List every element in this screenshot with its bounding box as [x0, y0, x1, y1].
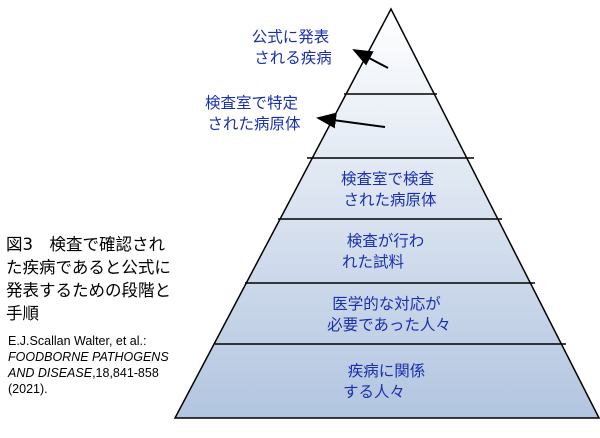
callout-lab-identified: 検査室で特定 された病原体	[205, 94, 303, 133]
figure-caption: 図3 検査で確認され た疾病であると公式に 発表するための段階と 手順	[6, 233, 206, 325]
reference-journal-2-name: AND DISEASE	[8, 366, 93, 380]
caption-line: 図3 検査で確認され	[6, 235, 165, 254]
reference-journal-1: FOODBORNE PATHOGENS	[8, 350, 169, 364]
pyramid	[173, 7, 600, 419]
reference-citation: E.J.Scallan Walter, et al.: FOODBORNE PA…	[8, 333, 228, 397]
level-6-label: 疾病に関係 する人々	[343, 362, 430, 401]
caption-line: た疾病であると公式に	[6, 258, 171, 277]
level-3-label: 検査室で検査 された病原体	[341, 170, 439, 209]
reference-volume-pages: ,18,841-858	[92, 366, 159, 380]
caption-line: 手順	[6, 304, 39, 323]
reference-journal-2: AND DISEASE,18,841-858	[8, 365, 228, 381]
level-4-label: 検査が行わ れた試料	[342, 232, 429, 271]
reference-year: (2021).	[8, 382, 48, 396]
level-5-label: 医学的な対応が 必要であった人々	[327, 295, 451, 334]
callout-arrow-2	[316, 112, 386, 129]
caption-line: 発表するための段階と	[6, 281, 171, 300]
callout-arrow-1	[352, 49, 389, 69]
reference-authors: E.J.Scallan Walter, et al.:	[8, 334, 147, 348]
callout-official-report: 公式に発表 される疾病	[252, 28, 334, 67]
